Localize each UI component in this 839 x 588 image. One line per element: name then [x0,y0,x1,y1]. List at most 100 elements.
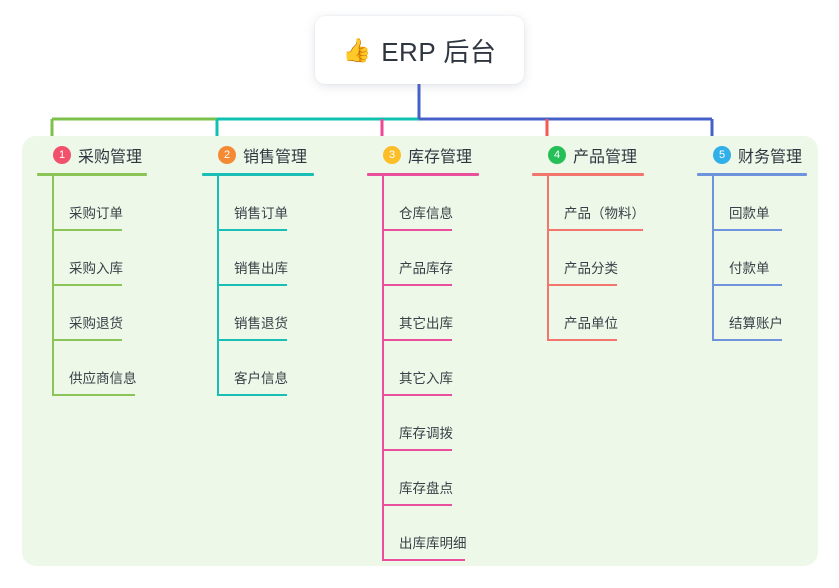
branch-item-underline [712,229,782,231]
branch-item[interactable]: 其它入库 [367,341,517,396]
branch-item-label: 产品（物料） [564,206,645,221]
branch-item[interactable]: 产品单位 [532,286,682,341]
branch-item[interactable]: 产品库存 [367,231,517,286]
branch-number-badge: 2 [218,146,236,164]
branch-number-badge: 1 [53,146,71,164]
root-node-title: ERP 后台 [381,36,497,67]
branch-header-underline [697,173,807,176]
branch-item-list: 采购订单采购入库采购退货供应商信息 [37,176,187,396]
branch-item[interactable]: 销售出库 [202,231,352,286]
branch-column-product: 4 产品管理产品（物料） 产品分类产品单位 [532,143,682,341]
branch-item[interactable]: 库存调拨 [367,396,517,451]
branch-item-label: 其它入库 [399,371,453,386]
branch-header-sales[interactable]: 2 销售管理 [202,143,352,167]
branch-item-underline [217,229,287,231]
branch-item-label: 客户信息 [234,371,288,386]
branch-item-underline [382,339,452,341]
branch-header-underline [202,173,314,176]
branch-item[interactable]: 库存盘点 [367,451,517,506]
branch-item[interactable]: 付款单 [697,231,832,286]
branch-header-underline [37,173,147,176]
branch-item-label: 采购退货 [69,316,123,331]
branch-item-label: 库存盘点 [399,481,453,496]
branch-item[interactable]: 结算账户 [697,286,832,341]
branch-item-label: 销售出库 [234,261,288,276]
branch-header-label: 库存管理 [408,149,473,166]
branch-item-list: 产品（物料） 产品分类产品单位 [532,176,682,341]
branch-item[interactable]: 其它出库 [367,286,517,341]
branch-spine [52,176,54,396]
branch-item-underline [217,394,287,396]
branch-item-label: 结算账户 [729,316,783,331]
branch-item-underline [547,339,617,341]
branch-item[interactable]: 供应商信息 [37,341,187,396]
branch-item[interactable]: 产品（物料） [532,176,682,231]
branch-spine [547,176,549,341]
branch-item[interactable]: 仓库信息 [367,176,517,231]
branch-number-badge: 4 [548,146,566,164]
branch-item-label: 出库库明细 [399,536,467,551]
branch-number-badge: 5 [713,146,731,164]
branch-item-label: 产品分类 [564,261,618,276]
branch-item-label: 销售订单 [234,206,288,221]
branch-item-label: 供应商信息 [69,371,137,386]
branch-column-purchase: 1 采购管理采购订单采购入库采购退货供应商信息 [37,143,187,396]
branch-item-label: 付款单 [729,261,770,276]
branch-item-label: 产品库存 [399,261,453,276]
branch-item-label: 采购订单 [69,206,123,221]
branch-item-list: 仓库信息产品库存其它出库其它入库库存调拨库存盘点出库库明细 [367,176,517,561]
branch-item-list: 回款单付款单结算账户 [697,176,832,341]
branch-item-underline [52,394,135,396]
branch-item-list: 销售订单销售出库销售退货客户信息 [202,176,352,396]
branch-item[interactable]: 回款单 [697,176,832,231]
branch-spine [382,176,384,561]
branch-item-underline [382,504,452,506]
branch-panel [22,136,818,566]
thumbs-up-icon: 👍 [342,36,372,63]
branch-item-underline [382,284,452,286]
branch-item-label: 库存调拨 [399,426,453,441]
branch-item-underline [382,394,452,396]
branch-column-sales: 2 销售管理销售订单销售出库销售退货客户信息 [202,143,352,396]
branch-item[interactable]: 销售订单 [202,176,352,231]
branch-header-finance[interactable]: 5 财务管理 [697,143,832,167]
branch-item-underline [217,284,287,286]
branch-item-label: 回款单 [729,206,770,221]
branch-item[interactable]: 客户信息 [202,341,352,396]
branch-item-label: 采购入库 [69,261,123,276]
branch-item[interactable]: 采购入库 [37,231,187,286]
branch-item[interactable]: 出库库明细 [367,506,517,561]
branch-header-label: 财务管理 [738,149,803,166]
branch-item-underline [217,339,287,341]
branch-item-label: 仓库信息 [399,206,453,221]
branch-item-label: 销售退货 [234,316,288,331]
branch-item[interactable]: 产品分类 [532,231,682,286]
branch-header-underline [367,173,479,176]
branch-item-underline [547,229,643,231]
branch-item-underline [52,284,122,286]
branch-header-label: 产品管理 [573,149,638,166]
branch-item[interactable]: 销售退货 [202,286,352,341]
root-node-erp-backend[interactable]: 👍 ERP 后台 [315,16,524,84]
branch-header-product[interactable]: 4 产品管理 [532,143,682,167]
branch-item-underline [712,284,782,286]
branch-item-underline [382,559,465,561]
branch-item-underline [382,229,452,231]
branch-item-label: 产品单位 [564,316,618,331]
branch-column-finance: 5 财务管理回款单付款单结算账户 [697,143,832,341]
branch-header-purchase[interactable]: 1 采购管理 [37,143,187,167]
branch-spine [712,176,714,341]
branch-item-label: 其它出库 [399,316,453,331]
branch-item[interactable]: 采购订单 [37,176,187,231]
branch-item-underline [52,339,122,341]
branch-item-underline [382,449,452,451]
branch-header-underline [532,173,644,176]
branch-item-underline [547,284,617,286]
branch-item-underline [52,229,122,231]
branch-header-label: 采购管理 [78,149,143,166]
branch-item[interactable]: 采购退货 [37,286,187,341]
branch-header-label: 销售管理 [243,149,308,166]
